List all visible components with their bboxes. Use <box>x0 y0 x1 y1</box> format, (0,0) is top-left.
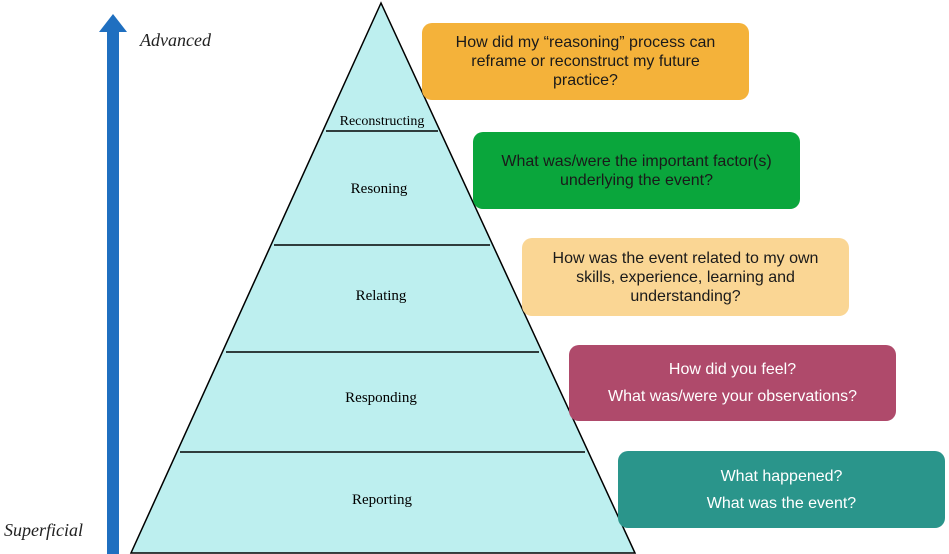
question-line: understanding? <box>630 287 741 305</box>
axis-bottom-label: Superficial <box>4 520 83 540</box>
pyramid-outline <box>129 1 637 554</box>
level-label-relating: Relating <box>356 288 407 304</box>
question-line: What was/were the important factor(s) <box>501 152 772 170</box>
question-line: What happened? <box>720 467 843 485</box>
axis-top-label: Advanced <box>140 30 211 50</box>
question-line: How did you feel? <box>668 361 797 378</box>
question-box-reconstructing: How did my “reasoning” process can refra… <box>422 23 749 100</box>
question-box-relating: How was the event related to my own skil… <box>522 238 849 316</box>
question-line: practice? <box>553 72 618 89</box>
question-line: reframe or reconstruct my future <box>471 53 700 70</box>
question-line: How was the event related to my own <box>552 249 819 267</box>
level-label-resoning: Resoning <box>351 181 408 197</box>
level-label-reporting: Reporting <box>352 492 412 508</box>
question-line: skills, experience, learning and <box>576 268 795 286</box>
question-line: underlying the event? <box>560 171 713 189</box>
level-label-responding: Responding <box>345 390 417 406</box>
level-label-reconstructing: Reconstructing <box>340 114 425 129</box>
question-line: What was the event? <box>706 494 857 512</box>
arrow-head <box>99 14 127 32</box>
question-line: What was/were your observations? <box>608 388 857 405</box>
question-box-reporting: What happened? What was the event? <box>618 451 945 528</box>
question-line: How did my “reasoning” process can <box>455 34 716 51</box>
question-box-reasoning: What was/were the important factor(s) un… <box>473 132 800 209</box>
question-box-responding: How did you feel? What was/were your obs… <box>569 345 896 421</box>
arrow-shaft <box>107 30 119 554</box>
